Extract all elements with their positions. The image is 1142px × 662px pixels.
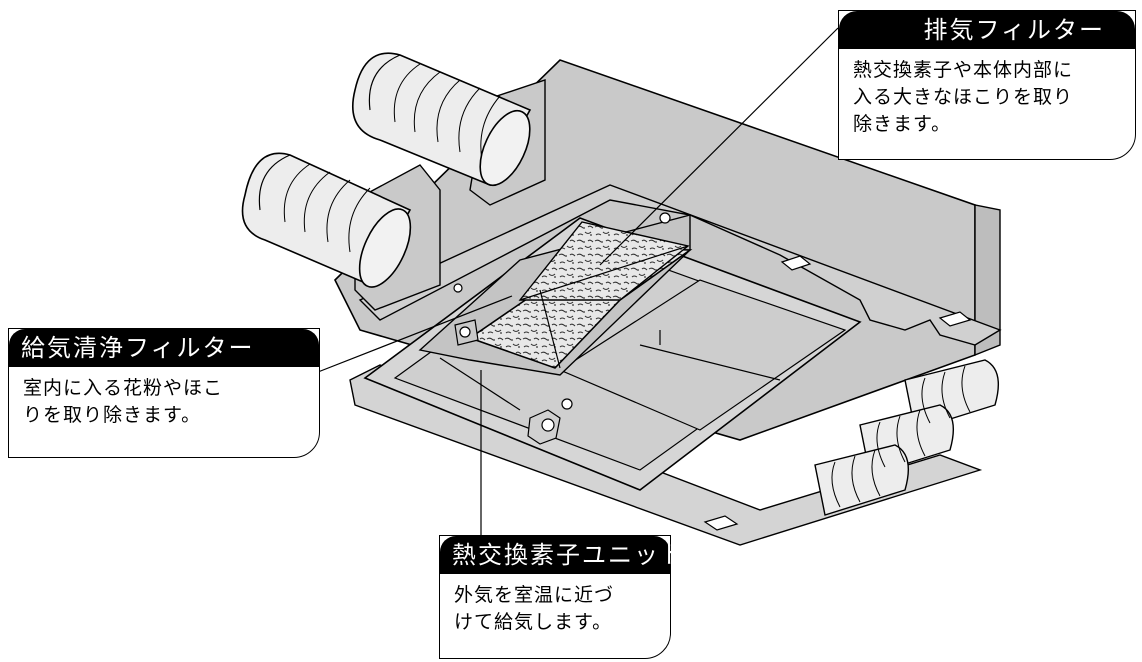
callout-title-supply-filter: 給気清浄フィルター bbox=[9, 329, 319, 367]
callout-heat-exchanger-unit: 熱交換素子ユニット 外気を室温に近づ けて給気します。 bbox=[439, 535, 684, 659]
callout-description-supply-filter: 室内に入る花粉やほこ りを取り除きます。 bbox=[23, 377, 224, 426]
flexible-ducts-right bbox=[814, 359, 999, 516]
callout-supply-filter: 給気清浄フィルター 室内に入る花粉やほこ りを取り除きます。 bbox=[8, 328, 320, 458]
leader-line-exhaust-filter bbox=[599, 27, 839, 266]
panel-knob bbox=[527, 398, 573, 445]
flexible-duct-upper-left bbox=[351, 52, 532, 187]
callout-title-heat-exchanger-unit: 熱交換素子ユニット bbox=[440, 536, 684, 574]
flexible-duct-lower-left bbox=[241, 152, 412, 288]
callout-exhaust-filter: 排気フィルター 熱交換素子や本体内部に 入る大きなほこりを取り 除きます。 bbox=[838, 10, 1136, 160]
leader-line-supply-filter bbox=[317, 295, 513, 373]
callout-description-heat-exchanger-unit: 外気を室温に近づ けて給気します。 bbox=[454, 584, 615, 633]
callout-description-exhaust-filter: 熱交換素子や本体内部に 入る大きなほこりを取り 除きます。 bbox=[853, 59, 1074, 135]
callout-title-exhaust-filter: 排気フィルター bbox=[839, 11, 1135, 49]
